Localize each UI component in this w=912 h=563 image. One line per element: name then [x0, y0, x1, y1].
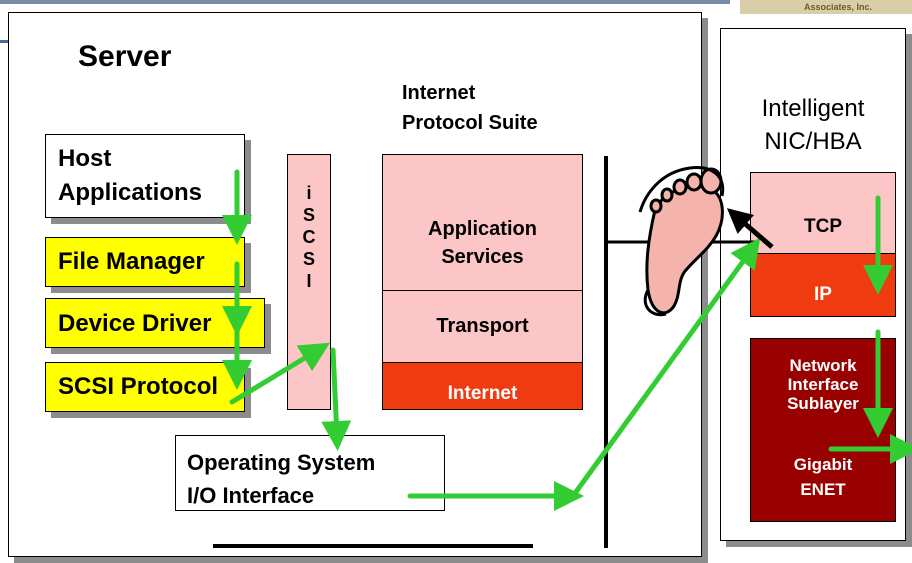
gigabit-line2: ENET — [800, 480, 846, 499]
gigabit-line1: Gigabit — [793, 455, 853, 474]
nis-line2: Interface — [787, 375, 859, 394]
nic-title: Intelligent NIC/HBA — [720, 92, 906, 158]
device-driver-label: Device Driver — [58, 310, 212, 337]
nis-line1: Network — [789, 356, 857, 375]
os-io-label: Operating System I/O Interface — [187, 446, 375, 512]
internet-layer — [382, 362, 583, 410]
nis-line3: Sublayer — [787, 394, 859, 413]
file-manager-box — [45, 237, 245, 287]
ips-title: Internet Protocol Suite — [402, 78, 538, 138]
os-io-box — [175, 435, 445, 511]
scsi-protocol-label: SCSI Protocol — [58, 373, 219, 400]
host-applications-box — [45, 134, 245, 218]
os-io-line1: Operating System — [187, 450, 376, 475]
iscsi-letter: S — [302, 249, 315, 269]
host-label-line1: Host — [58, 145, 112, 172]
left-accent-line — [0, 40, 12, 43]
nic-title-line1: Intelligent — [761, 95, 865, 122]
flow-arrow — [570, 237, 761, 499]
iscsi-letter: C — [302, 227, 316, 247]
flow-arrow — [229, 342, 330, 405]
app-services-line2: Services — [441, 246, 524, 268]
iscsi-letter: S — [302, 205, 315, 225]
ips-title-line2: Protocol Suite — [402, 112, 538, 134]
file-manager-label: File Manager — [58, 248, 205, 275]
server-title: Server — [78, 40, 172, 73]
application-services-label: Application Services — [382, 215, 583, 271]
host-label-line2: Applications — [58, 179, 203, 206]
bare-foot-icon — [638, 166, 725, 317]
scsi-protocol-box — [45, 362, 245, 412]
gigabit-label: Gigabit ENET — [750, 452, 896, 502]
flow-arrow — [321, 347, 352, 451]
tcp-layer — [750, 172, 896, 254]
foot-pointer-arrow — [726, 208, 774, 249]
company-logo: Associates, Inc. — [740, 0, 912, 14]
transport-layer — [382, 290, 583, 363]
ips-title-line1: Internet — [402, 82, 476, 104]
app-services-line1: Application — [428, 218, 537, 240]
application-services-layer — [382, 154, 583, 291]
ip-label: IP — [814, 284, 832, 305]
nic-title-line2: NIC/HBA — [764, 128, 862, 155]
iscsi-letter: I — [306, 271, 312, 291]
iscsi-letter: i — [306, 183, 312, 203]
top-border — [0, 0, 730, 4]
network-interface-label: Network Interface Sublayer — [750, 356, 896, 413]
transport-label: Transport — [436, 315, 529, 337]
iscsi-letters: i S C S I — [287, 182, 331, 292]
host-applications-label: Host Applications — [58, 142, 202, 210]
internet-label: Internet — [447, 383, 518, 404]
os-io-line2: I/O Interface — [187, 483, 315, 508]
tcp-label: TCP — [804, 216, 842, 237]
logo-text: Associates, Inc. — [803, 2, 872, 12]
